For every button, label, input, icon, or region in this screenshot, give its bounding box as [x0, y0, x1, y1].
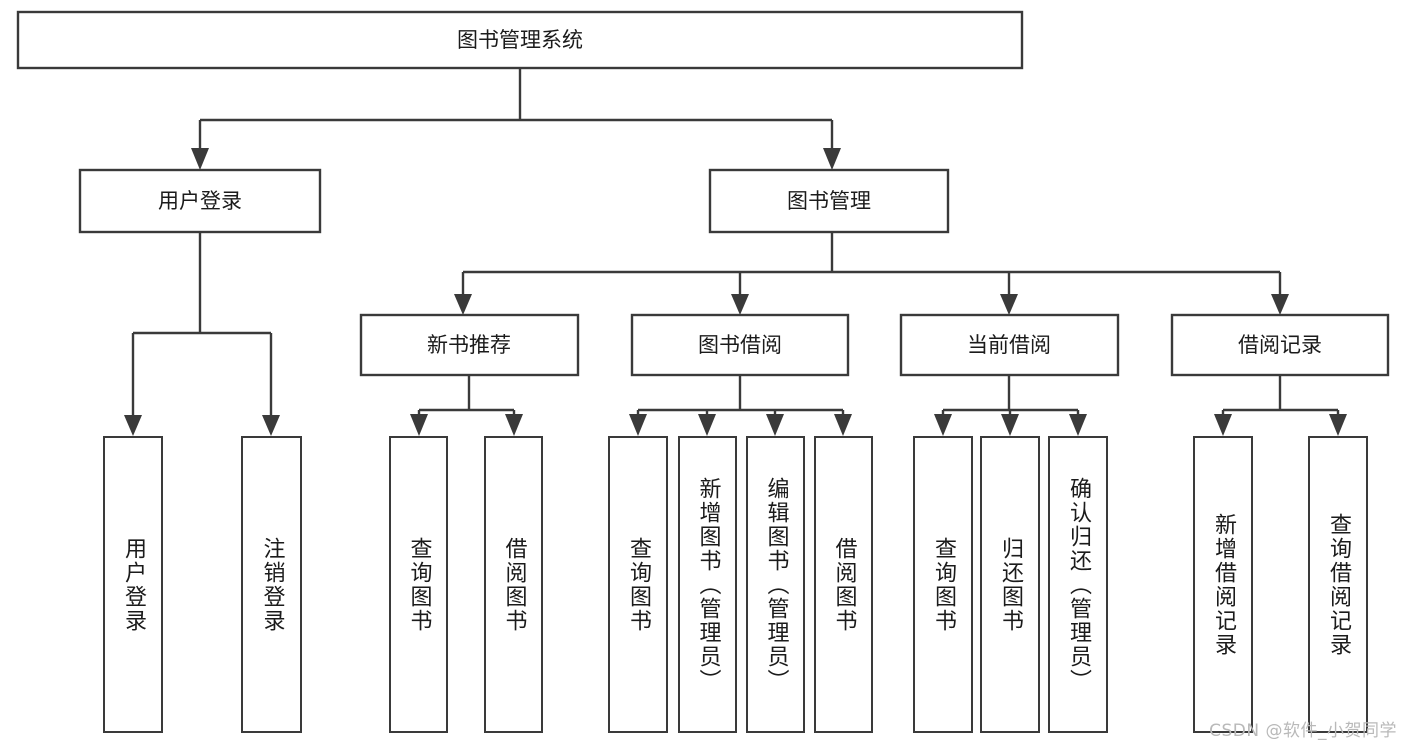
leaf-node-borrow-book-label: 借阅图书 — [831, 536, 857, 633]
arrow-bookborrow-to-add-book — [698, 414, 716, 436]
node-book-management[interactable]: 图书管理 — [708, 168, 950, 234]
node-user-login-box — [78, 168, 322, 234]
leaf-node-add-borrow-record-label: 新增借阅记录 — [1210, 512, 1236, 657]
leaf-node-user-login[interactable]: 用户登录 — [103, 436, 163, 733]
node-book-borrow-label: 图书借阅 — [698, 333, 782, 357]
arrow-userlogin-to-logout — [262, 415, 280, 436]
arrow-bookmgmt-to-book-borrow — [731, 294, 749, 315]
node-new-book-recommend-box — [359, 313, 580, 377]
node-borrow-record-label: 借阅记录 — [1238, 333, 1322, 357]
leaf-node-confirm-return-admin-label: 确认归还（管理员） — [1065, 476, 1091, 693]
arrow-root-to-book-mgmt — [823, 148, 841, 170]
node-book-management-box — [708, 168, 950, 234]
node-book-borrow[interactable]: 图书借阅 — [630, 313, 850, 377]
connector-group-borrow-record — [1214, 375, 1347, 436]
connector-group-root — [191, 68, 841, 170]
arrow-bookborrow-to-edit-book — [766, 414, 784, 436]
leaf-node-user-login-label: 用户登录 — [120, 536, 146, 633]
node-borrow-record-box — [1170, 313, 1390, 377]
leaf-node-logout[interactable]: 注销登录 — [241, 436, 302, 733]
leaf-node-query-book-borrow[interactable]: 查询图书 — [608, 436, 668, 733]
arrow-bookmgmt-to-current-borrow — [1000, 294, 1018, 315]
arrow-newbook-to-borrow-book — [505, 414, 523, 436]
leaf-node-logout-label: 注销登录 — [259, 536, 285, 633]
leaf-node-borrow-book-rec[interactable]: 借阅图书 — [484, 436, 543, 733]
node-root-system[interactable]: 图书管理系统 — [16, 10, 1024, 70]
leaf-node-return-book-label: 归还图书 — [997, 536, 1023, 633]
node-new-book-recommend[interactable]: 新书推荐 — [359, 313, 580, 377]
leaf-node-borrow-book-rec-label: 借阅图书 — [501, 536, 527, 633]
leaf-node-borrow-book[interactable]: 借阅图书 — [814, 436, 873, 733]
arrow-borrowrecord-to-add-record — [1214, 414, 1232, 436]
leaf-node-confirm-return-admin[interactable]: 确认归还（管理员） — [1048, 436, 1108, 733]
node-current-borrow-label: 当前借阅 — [967, 333, 1051, 357]
arrow-currentborrow-to-return-book — [1001, 414, 1019, 436]
leaf-node-add-book-admin[interactable]: 新增图书（管理员） — [678, 436, 737, 733]
arrow-newbook-to-query-book — [410, 414, 428, 436]
leaf-node-return-book[interactable]: 归还图书 — [980, 436, 1040, 733]
leaf-node-query-book-current[interactable]: 查询图书 — [913, 436, 973, 733]
arrow-userlogin-to-login — [124, 415, 142, 436]
node-current-borrow-box — [899, 313, 1120, 377]
node-new-book-recommend-label: 新书推荐 — [427, 333, 511, 357]
node-current-borrow[interactable]: 当前借阅 — [899, 313, 1120, 377]
arrow-bookmgmt-to-new-book-rec — [454, 294, 472, 315]
arrow-bookborrow-to-query-book — [629, 414, 647, 436]
arrow-bookmgmt-to-borrow-record — [1271, 294, 1289, 315]
node-user-login[interactable]: 用户登录 — [78, 168, 322, 234]
leaf-node-query-borrow-record-label: 查询借阅记录 — [1325, 512, 1351, 657]
arrow-root-to-user-login — [191, 148, 209, 170]
leaf-node-query-book-borrow-label: 查询图书 — [625, 536, 651, 633]
arrow-bookborrow-to-borrow-book — [834, 414, 852, 436]
leaf-node-query-book-rec-label: 查询图书 — [406, 536, 432, 633]
leaf-node-add-borrow-record[interactable]: 新增借阅记录 — [1193, 436, 1253, 733]
arrow-currentborrow-to-query-book — [934, 414, 952, 436]
connector-group-book-borrow — [629, 375, 852, 436]
node-borrow-record[interactable]: 借阅记录 — [1170, 313, 1390, 377]
leaf-node-query-book-current-label: 查询图书 — [930, 536, 956, 633]
leaf-node-add-book-admin-label: 新增图书（管理员） — [695, 476, 721, 693]
leaf-node-query-book-rec[interactable]: 查询图书 — [389, 436, 448, 733]
leaf-node-edit-book-admin-label: 编辑图书（管理员） — [763, 476, 789, 693]
node-book-management-label: 图书管理 — [787, 189, 871, 213]
connector-group-new-book-rec — [410, 375, 523, 436]
connector-group-book-mgmt — [454, 232, 1289, 315]
arrow-currentborrow-to-confirm-return — [1069, 414, 1087, 436]
node-root-system-box — [16, 10, 1024, 70]
node-user-login-label: 用户登录 — [158, 189, 242, 213]
node-book-borrow-box — [630, 313, 850, 377]
arrow-borrowrecord-to-query-record — [1329, 414, 1347, 436]
connector-group-user-login — [124, 232, 280, 436]
connector-group-current-borrow — [934, 375, 1087, 436]
node-root-system-label: 图书管理系统 — [457, 28, 583, 52]
leaf-node-query-borrow-record[interactable]: 查询借阅记录 — [1308, 436, 1368, 733]
leaf-node-edit-book-admin[interactable]: 编辑图书（管理员） — [746, 436, 805, 733]
